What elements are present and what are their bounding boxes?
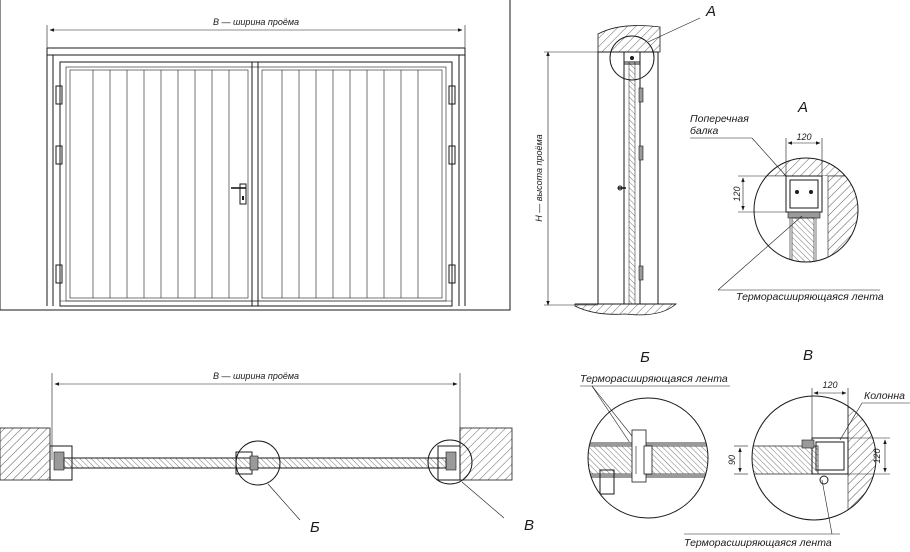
gate-boards: [92, 70, 419, 298]
tape-label-b: Терморасширяющаяся лента: [580, 373, 728, 385]
crossbeam-label-line2: балка: [690, 125, 719, 137]
width-label-bottom: В — ширина проёма: [213, 371, 299, 381]
dim-a-width: 120: [796, 132, 811, 142]
callout-v: В: [524, 517, 534, 534]
dim-v-90: 90: [727, 455, 737, 465]
gate-frame: [59, 61, 453, 307]
detail-a: А 120 120 Поперечная балка: [690, 99, 884, 303]
callout-b: Б: [310, 519, 320, 536]
view-a-callout: А: [705, 3, 716, 20]
detail-b: Б Терморасширяющаяся лента: [580, 349, 730, 519]
width-label-top: В — ширина проёма: [213, 17, 299, 27]
height-label: Н — высота проёма: [534, 134, 544, 221]
dim-a-height: 120: [732, 186, 742, 201]
crossbeam-label-line1: Поперечная: [690, 113, 749, 125]
detail-b-title: Б: [640, 349, 650, 366]
tape-label-a: Терморасширяющаяся лента: [736, 291, 884, 303]
plan-view: В — ширина проёма Б В: [0, 371, 534, 536]
detail-a-title: А: [797, 99, 808, 116]
dim-v-height: 120: [872, 448, 882, 463]
front-elevation: В — ширина проёма: [0, 0, 511, 311]
column-label: Колонна: [864, 390, 905, 402]
handle-icon: [231, 183, 247, 205]
hinge-icon: [55, 85, 456, 284]
tape-label-v: Терморасширяющаяся лента: [684, 537, 832, 549]
side-section: Н — высота проёма А: [534, 3, 716, 316]
dim-v-width: 120: [822, 380, 837, 390]
wall-outline: [0, 0, 511, 311]
detail-v-title: В: [803, 347, 813, 364]
width-dimension-top: В — ширина проёма: [46, 17, 466, 48]
